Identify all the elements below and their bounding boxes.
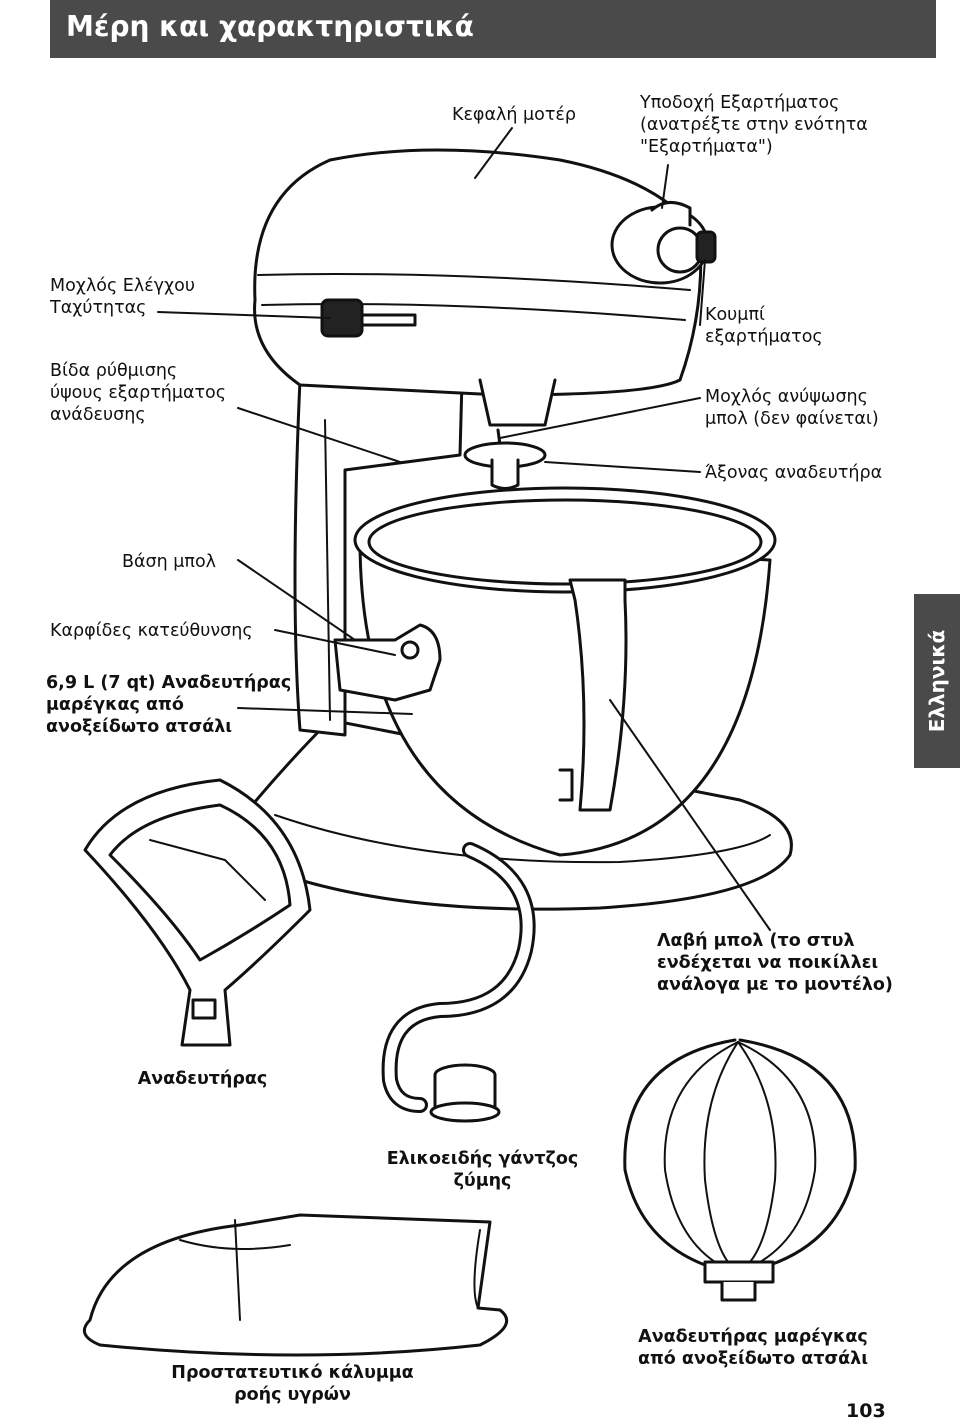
label-bowl-handle: Λαβή μπολ (το στυλ ενδέχεται να ποικίλλε… [657,931,893,995]
language-tab: Ελληνικά [914,594,960,768]
label-attachment-knob: Κουμπί εξαρτήματος [705,305,823,347]
label-motor-head: Κεφαλή μοτέρ [452,105,576,125]
page-number: 103 [846,1400,886,1422]
label-dough-hook: Ελικοειδής γάντζος ζύμης [386,1149,579,1191]
label-bowl-lift: Μοχλός ανύψωσης μπολ (δεν φαίνεται) [705,387,879,429]
header-bar: Μέρη και χαρακτηριστικά [50,0,936,58]
bowl [333,486,777,857]
wire-whip-illustration [623,1038,857,1302]
label-height-screw: Βίδα ρύθμισης ύψους εξαρτήματος ανάδευση… [50,361,227,425]
label-pouring-shield: Προστατευτικό κάλυμμα ροής υγρών [171,1363,414,1405]
beater-shaft [463,428,547,490]
label-speed-control: Μοχλός Ελέγχου Ταχύτητας [50,276,195,318]
label-wire-whip: Αναδευτήρας μαρέγκας από ανοξείδωτο ατσά… [637,1327,869,1369]
leader-lines [157,127,771,931]
page-title: Μέρη και χαρακτηριστικά [66,10,474,43]
label-attachment-hub: Υποδοχή Εξαρτήματος (ανατρέξτε στην ενότ… [640,93,868,157]
label-flat-beater: Αναδευτήρας [137,1069,268,1089]
label-beater-shaft: Άξονας αναδευτήρα [705,463,883,483]
flat-beater-illustration [83,778,312,1047]
label-locating-pins: Καρφίδες κατεύθυνσης [50,621,253,641]
pouring-shield-illustration [82,1213,509,1357]
dough-hook-illustration [381,842,536,1123]
label-bowl-support: Βάση μπολ [122,552,217,572]
motor-head [253,148,717,427]
label-bowl: 6,9 L (7 qt) Αναδευτήρας μαρέγκας από αν… [46,673,292,737]
